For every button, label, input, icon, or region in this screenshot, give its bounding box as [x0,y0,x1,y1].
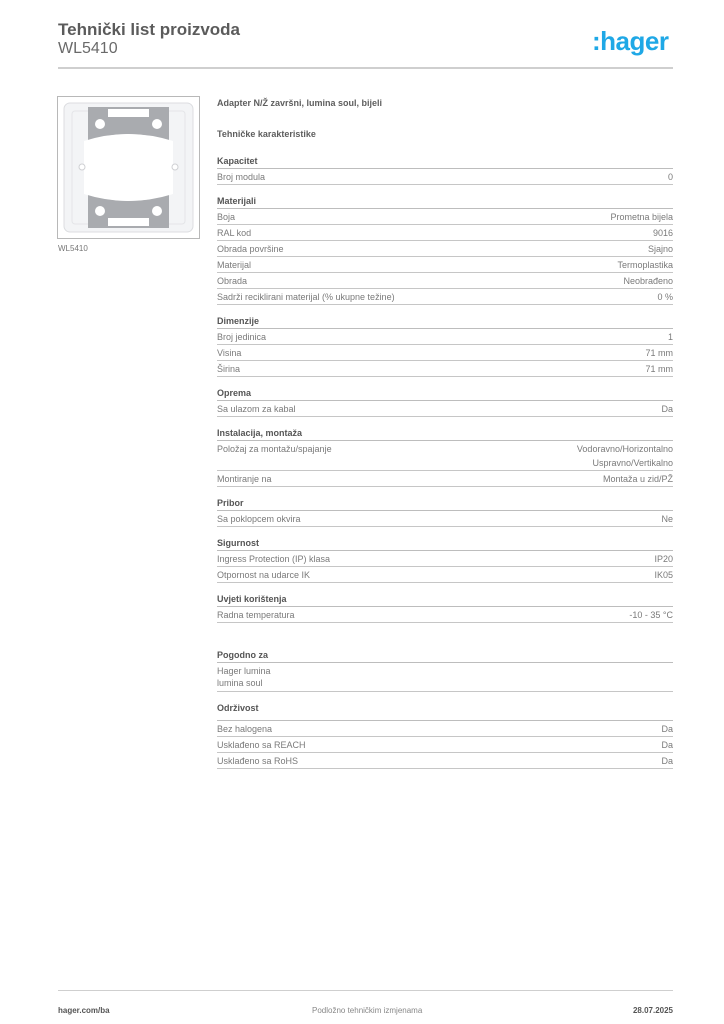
spec-label: Visina [217,348,242,358]
spec-value: IK05 [654,570,673,580]
footer-notice: Podložno tehničkim izmjenama [312,1006,423,1015]
spec-value: Prometna bijela [610,212,673,222]
spec-row: Montiranje na Montaža u zid/PŽ [217,471,673,487]
spec-value: Neobrađeno [623,276,673,286]
footer-date: 28.07.2025 [632,1006,673,1015]
image-caption: WL5410 [58,244,88,253]
section-title: Uvjeti korištenja [217,593,673,607]
document-title: Tehnički list proizvoda [58,20,240,39]
spec-label: Položaj za montažu/spajanje [217,444,332,454]
product-name: Adapter N/Ž završni, lumina soul, bijeli [217,98,383,108]
spec-value: 71 mm [645,364,673,374]
spec-value: Vodoravno/Horizontalno Uspravno/Vertikal… [576,444,673,468]
section-title: Održivost [217,702,673,721]
spec-content: Adapter N/Ž završni, lumina soul, bijeli… [217,96,673,769]
spec-label: Obrada [217,276,248,286]
spec-row: Broj jedinica 1 [217,329,673,345]
spec-label: Bez halogena [217,724,273,734]
spec-row: Sa poklopcem okvira Ne [217,511,673,527]
product-code: WL5410 [58,40,118,57]
suitable-item: lumina soul [217,678,263,688]
spec-value: Montaža u zid/PŽ [602,474,673,484]
hager-logo: :hager [592,26,669,56]
spec-value: 0 [667,172,673,182]
spec-value: Da [661,404,673,414]
section-title: Sigurnost [217,537,673,551]
section-title: Kapacitet [217,155,673,169]
spec-value: IP20 [654,554,673,564]
spec-section: Pribor Sa poklopcem okvira Ne [217,497,673,527]
suitable-item: Hager lumina [217,666,271,676]
section-title: Instalacija, montaža [217,427,673,441]
spec-value: Ne [661,514,673,524]
spec-row: Položaj za montažu/spajanje Vodoravno/Hor… [217,441,673,471]
section-title: Dimenzije [217,315,673,329]
spec-value: Sjajno [647,244,673,254]
spec-value: Da [661,724,673,734]
section-title: Materijali [217,195,673,209]
spec-label: Obrada površine [217,244,284,254]
spec-label: Broj modula [217,172,266,182]
sustainability-row: Usklađeno sa REACH Da [217,737,673,753]
spec-row: Obrada Neobrađeno [217,273,673,289]
spec-row: Broj modula 0 [217,169,673,185]
section-suitable-for: Pogodno za Hager lumina lumina soul [217,649,673,692]
spec-value: 0 % [657,292,673,302]
spec-value: 9016 [652,228,673,238]
spec-row: RAL kod 9016 [217,225,673,241]
header-divider [58,67,673,69]
spec-label: Ingress Protection (IP) klasa [217,554,331,564]
section-title: Pribor [217,497,673,511]
spec-row: Otpornost na udarce IK IK05 [217,567,673,583]
spec-value: Da [661,740,673,750]
spec-value: -10 - 35 °C [629,610,673,620]
spec-row: Obrada površine Sjajno [217,241,673,257]
tech-characteristics-heading: Tehničke karakteristike [217,129,316,139]
spec-row: Sa ulazom za kabal Da [217,401,673,417]
spec-label: Materijal [217,260,252,270]
footer-divider [58,990,673,991]
spec-row: Materijal Termoplastika [217,257,673,273]
suitable-list: Hager lumina lumina soul [217,663,673,692]
section-title: Oprema [217,387,673,401]
footer-website-link[interactable]: hager.com/ba [58,1006,110,1015]
spec-label: Usklađeno sa RoHS [217,756,299,766]
spec-value: Da [661,756,673,766]
spec-section: Oprema Sa ulazom za kabal Da [217,387,673,417]
adapter-frame-icon [63,102,194,233]
sustainability-row: Usklađeno sa RoHS Da [217,753,673,769]
spec-label: Montiranje na [217,474,272,484]
spec-label: Usklađeno sa REACH [217,740,306,750]
spec-label: Broj jedinica [217,332,267,342]
spec-row: Radna temperatura -10 - 35 °C [217,607,673,623]
spec-label: Otpornost na udarce IK [217,570,311,580]
spec-value: 71 mm [645,348,673,358]
spec-label: Širina [217,364,241,374]
spec-label: RAL kod [217,228,252,238]
spec-value: Termoplastika [617,260,673,270]
spec-label: Sa poklopcem okvira [217,514,301,524]
spec-row: Sadrži reciklirani materijal (% ukupne t… [217,289,673,305]
spec-label: Sadrži reciklirani materijal (% ukupne t… [217,292,395,302]
spec-label: Sa ulazom za kabal [217,404,296,414]
product-image [57,96,200,239]
section-title: Pogodno za [217,649,673,663]
spec-label: Radna temperatura [217,610,295,620]
spec-row: Ingress Protection (IP) klasa IP20 [217,551,673,567]
spec-row: Boja Prometna bijela [217,209,673,225]
spec-row: Širina 71 mm [217,361,673,377]
spec-value: 1 [667,332,673,342]
spec-row: Visina 71 mm [217,345,673,361]
spec-label: Boja [217,212,236,222]
sustainability-row: Bez halogena Da [217,721,673,737]
